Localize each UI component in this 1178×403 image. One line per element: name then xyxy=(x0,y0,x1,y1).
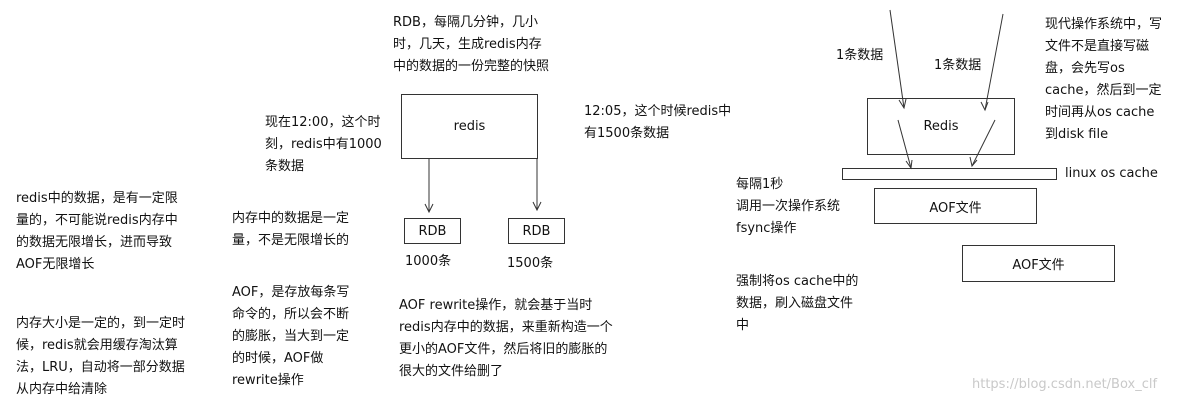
arrow-data-in-2 xyxy=(984,13,1004,111)
rdb-box-1500-label: RDB xyxy=(522,223,551,239)
aof-file-box-2: AOF文件 xyxy=(962,245,1115,282)
force-flush-note: 强制将os cache中的 数据，刷入磁盘文件 中 xyxy=(736,274,859,333)
one-record-label-2: 1条数据 xyxy=(934,58,982,73)
one-record-label-1: 1条数据 xyxy=(836,48,884,63)
memory-eviction-note: 内存大小是一定的，到一定时 候，redis就会用缓存淘汰算 法，LRU，自动将一… xyxy=(16,316,186,397)
redis-data-limit-note: redis中的数据，是有一定限 量的，不可能说redis内存中 的数据无限增长，… xyxy=(16,191,178,272)
redis-box: redis xyxy=(401,94,538,159)
linux-os-cache-label: linux os cache xyxy=(1065,166,1158,181)
time-1205-note: 12:05，这个时候redis中 有1500条数据 xyxy=(584,104,732,141)
rdb-1000-count: 1000条 xyxy=(405,254,452,269)
arrow-head-rdb-1000 xyxy=(424,203,434,214)
arrow-head-data-in-2 xyxy=(980,101,989,112)
rdb-box-1000-label: RDB xyxy=(418,223,447,239)
aof-file-box-1-label: AOF文件 xyxy=(929,200,982,216)
os-cache-explanation: 现代操作系统中，写 文件不是直接写磁 盘，会先写os cache，然后到一定 时… xyxy=(1045,17,1163,142)
aof-growth-note: AOF，是存放每条写 命令的，所以会不断 的膨胀，当大到一定 的时候，AOF做 … xyxy=(232,285,350,388)
redis-box-label: redis xyxy=(453,119,486,134)
arrow-head-data-in-1 xyxy=(898,98,907,110)
redis-box-right: Redis xyxy=(867,98,1015,155)
rdb-snapshot-note: RDB，每隔几分钟，几小 时，几天，生成redis内存 中的数据的一份完整的快照 xyxy=(393,15,550,74)
rdb-1500-count: 1500条 xyxy=(507,256,554,271)
arrow-head-cache-1 xyxy=(905,159,913,170)
fsync-note: 每隔1秒 调用一次操作系统 fsync操作 xyxy=(736,177,841,236)
rdb-box-1500: RDB xyxy=(508,218,565,244)
arrow-redis-to-cache-2 xyxy=(971,119,996,167)
arrow-head-rdb-1500 xyxy=(532,201,542,212)
watermark: https://blog.csdn.net/Box_clf xyxy=(972,377,1158,392)
rdb-box-1000: RDB xyxy=(404,218,461,244)
memory-bounded-note: 内存中的数据是一定 量，不是无限增长的 xyxy=(232,211,350,248)
time-1200-note: 现在12:00，这个时 刻，redis中有1000 条数据 xyxy=(265,115,382,174)
aof-file-box-1: AOF文件 xyxy=(874,188,1037,224)
arrow-redis-to-cache-1 xyxy=(897,119,912,169)
redis-box-right-label: Redis xyxy=(923,119,959,134)
arrow-data-in-1 xyxy=(889,9,905,109)
linux-os-cache-bar xyxy=(842,168,1057,180)
aof-file-box-2-label: AOF文件 xyxy=(1012,258,1065,273)
arrow-head-cache-2 xyxy=(969,156,978,168)
aof-rewrite-note: AOF rewrite操作，就会基于当时 redis内存中的数据，来重新构造一个… xyxy=(399,298,613,379)
